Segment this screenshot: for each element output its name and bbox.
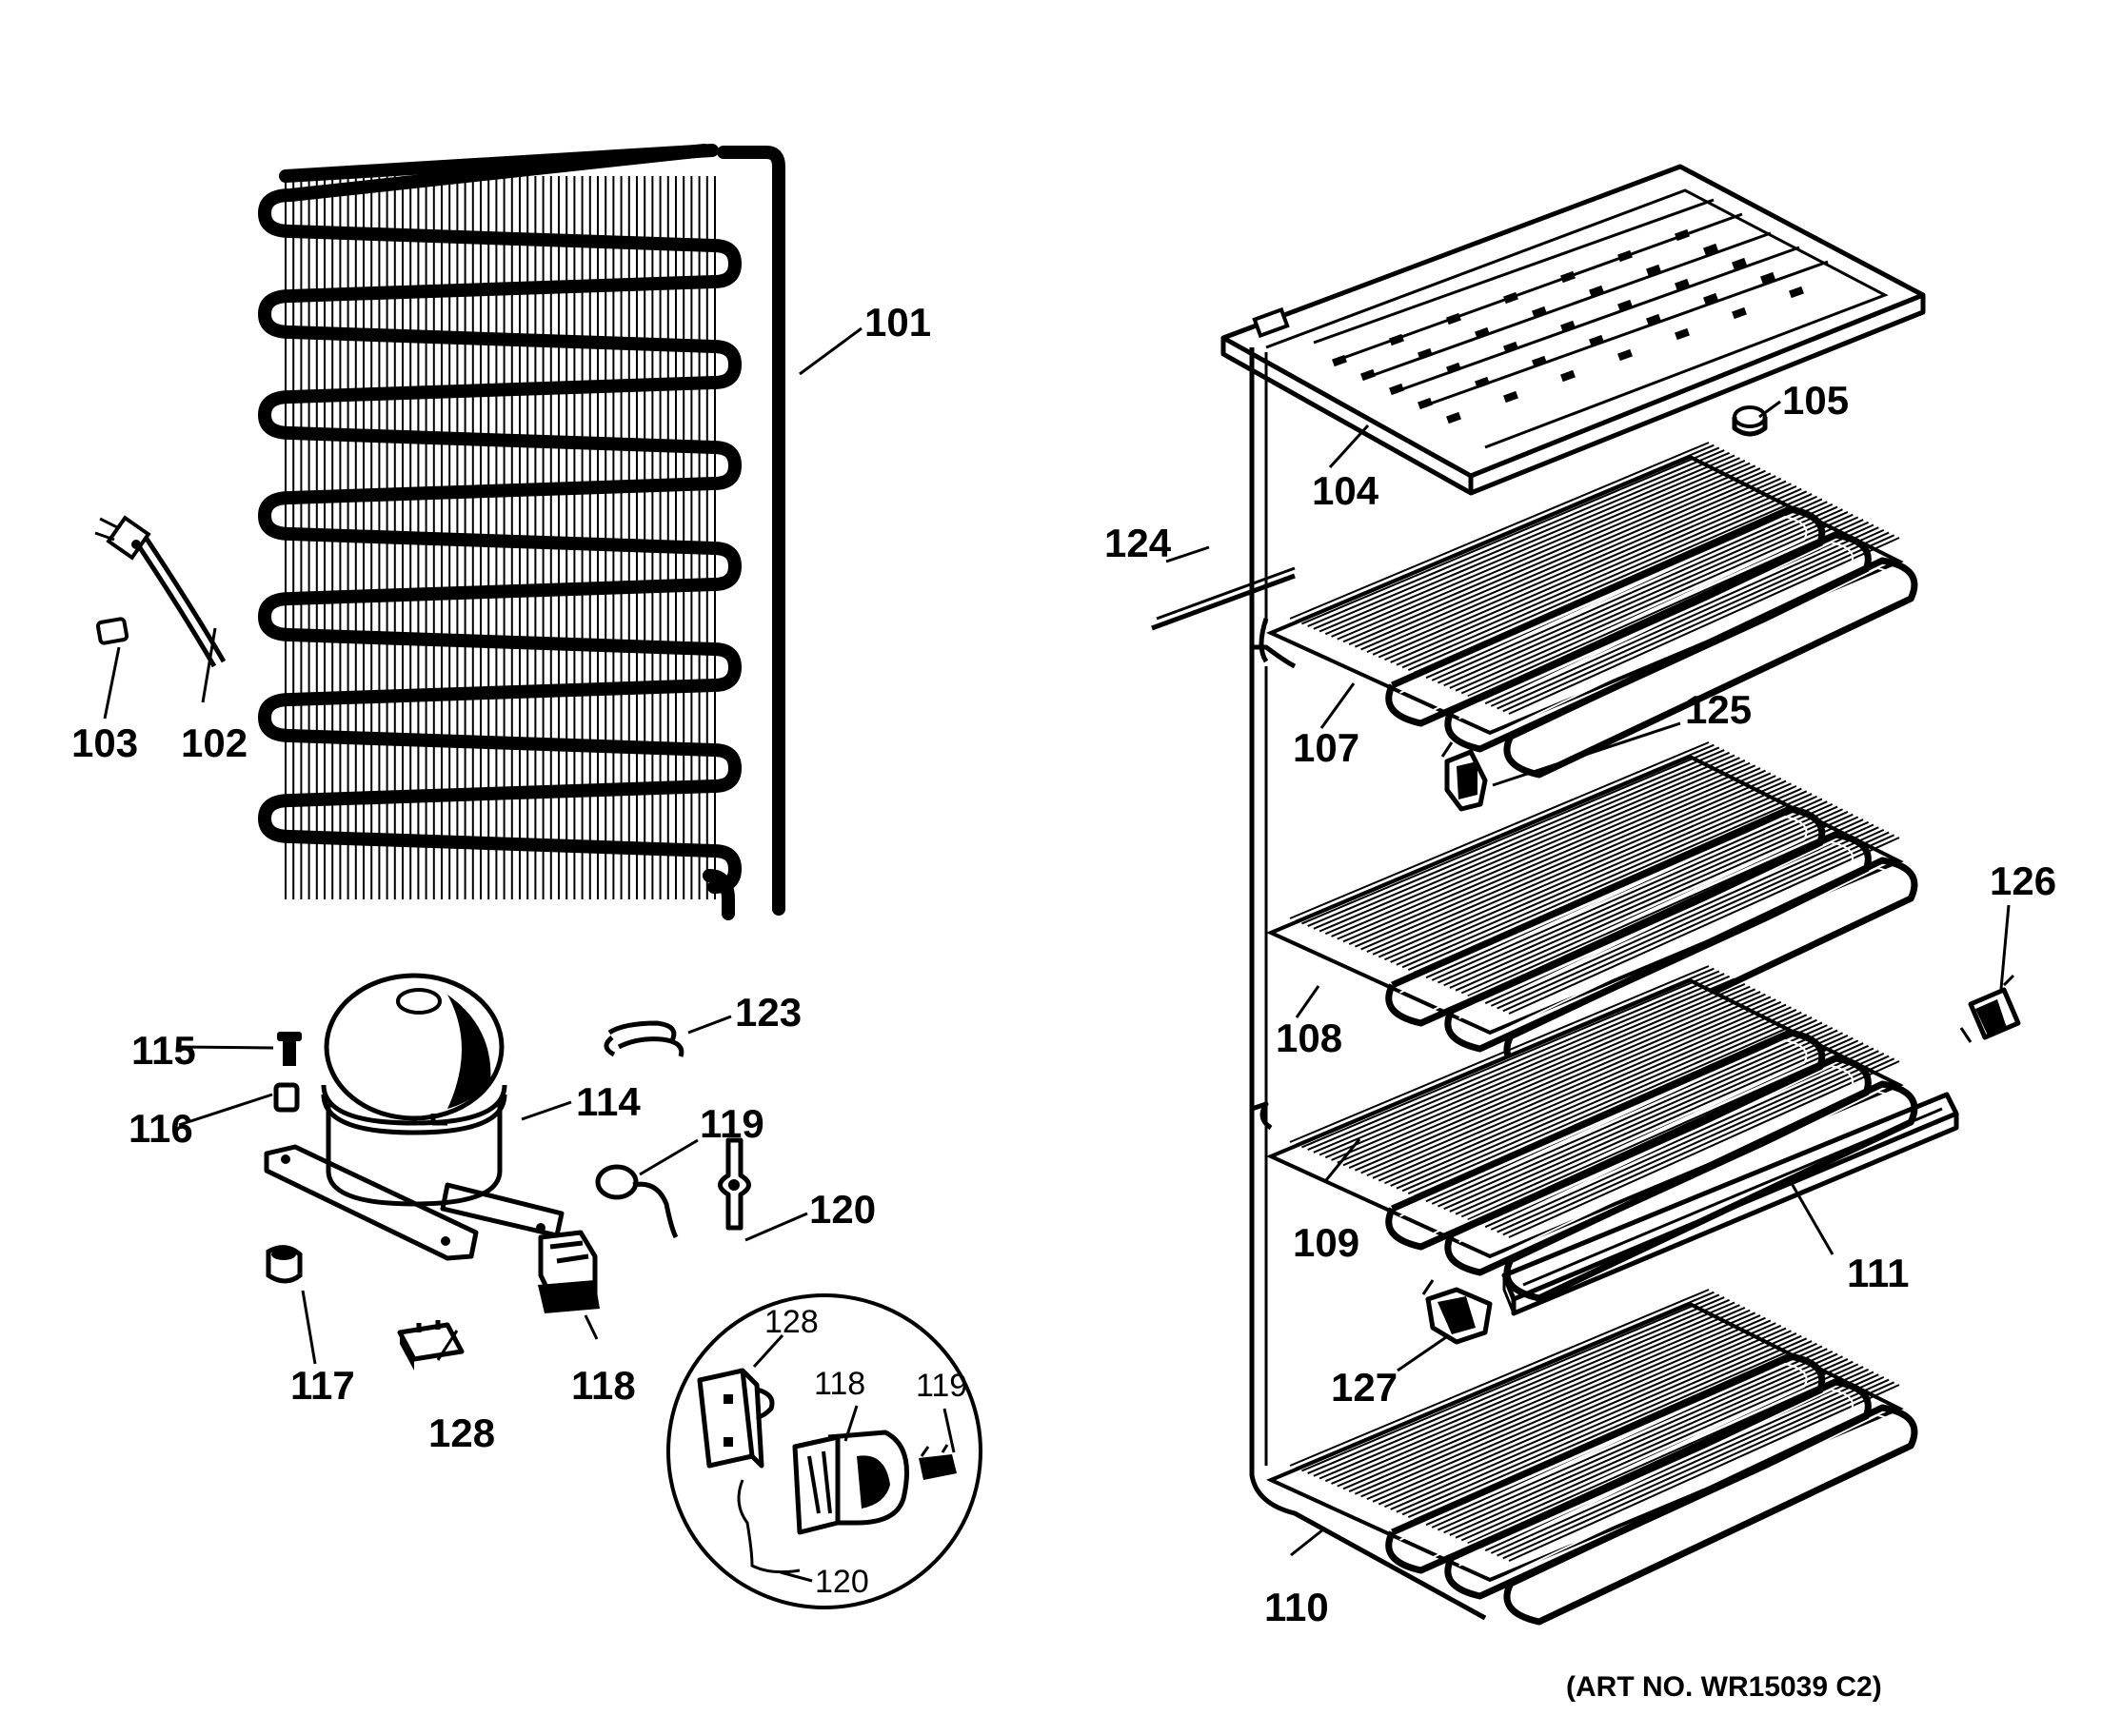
capacitor-128 [397,1320,465,1371]
callout-108: 108 [1276,1016,1342,1060]
grommet-105 [1732,405,1768,437]
overload-protector-119 [595,1164,679,1239]
callout-126: 126 [1990,858,2056,903]
power-cord [94,515,227,668]
clip-120 [718,1137,751,1231]
callout-118: 118 [571,1363,636,1408]
callout-124: 124 [1104,521,1172,565]
callout-103: 103 [71,720,138,765]
callout-115: 115 [131,1028,196,1073]
callout-123: 123 [735,990,802,1035]
bolt-115 [277,1032,302,1066]
clip-126 [1959,974,2021,1043]
evaporator-assembly [1151,164,2021,1626]
evaporator-shelf [1266,442,1918,779]
inset-callout-119: 119 [916,1368,967,1404]
wire-connector [95,617,129,645]
callout-104: 104 [1312,468,1379,513]
clip-123 [604,1020,684,1057]
callout-125: 125 [1685,687,1752,732]
clip-127 [1421,1279,1493,1345]
evaporator-shelf [1266,965,1918,1302]
top-plate [1220,164,1926,496]
callout-107: 107 [1293,725,1359,770]
condenser-tube-bottom [703,869,735,920]
callout-111: 111 [1847,1251,1909,1295]
grommet-117 [266,1245,303,1284]
inset-detail [666,1293,982,1609]
callout-102: 102 [181,720,248,765]
breaker-strip-111 [1501,1092,1959,1316]
callout-114: 114 [576,1079,641,1124]
clip-125 [1440,741,1488,812]
leader-lines [103,326,2011,1583]
art-number: (ART NO. WR15039 C2) [1566,1671,1882,1703]
condenser-coil [258,144,785,920]
inset-callout-128: 128 [764,1304,819,1340]
callout-128: 128 [428,1410,495,1455]
callout-110: 110 [1264,1585,1329,1629]
callout-105: 105 [1782,378,1849,423]
callout-127: 127 [1331,1365,1398,1410]
callout-109: 109 [1293,1220,1359,1265]
compressor [264,973,565,1261]
callout-119: 119 [700,1101,764,1146]
evaporator-shelf [1266,741,1918,1078]
callout-101: 101 [864,300,931,345]
callout-120: 120 [809,1187,876,1232]
condenser-tube-right [717,146,785,916]
evaporator-shelf [1266,1289,1918,1626]
inset-callout-118: 118 [814,1366,865,1402]
relay-118 [538,1230,600,1313]
callout-116: 116 [129,1106,193,1151]
grommet-116 [273,1082,300,1113]
tube-124 [1151,573,1296,631]
callout-117: 117 [290,1363,355,1408]
callout-labels: 101 102 103 104 105 107 108 109 110 111 … [71,300,2056,1703]
inset-callout-120: 120 [815,1564,869,1600]
frame-tube-left [1249,347,1487,1621]
